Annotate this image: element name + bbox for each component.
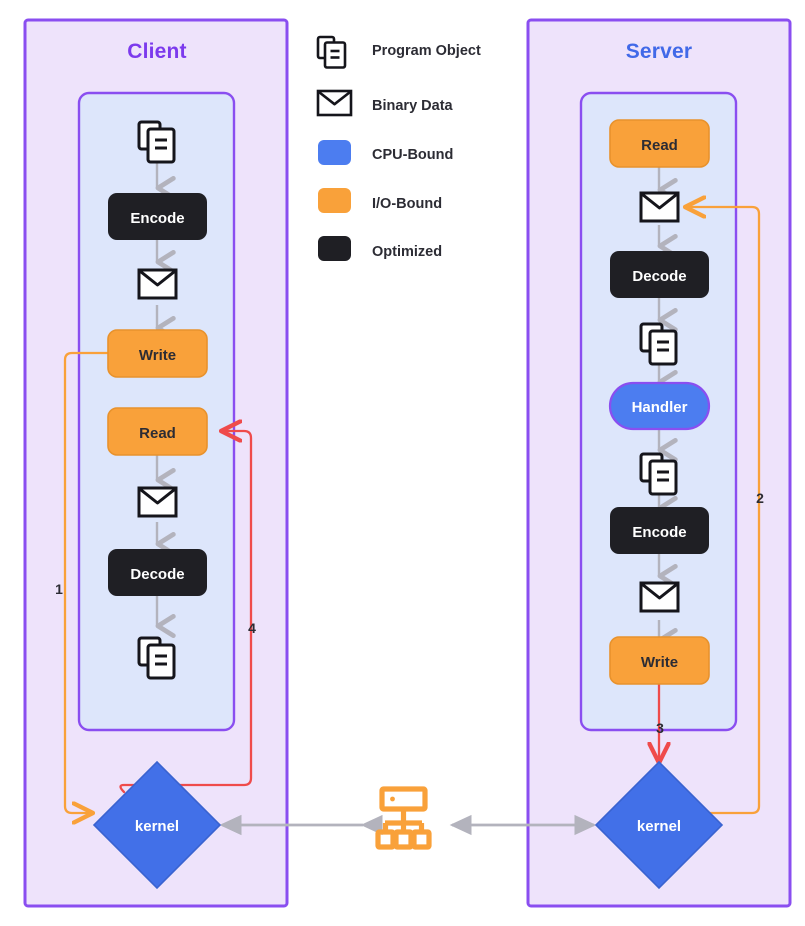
legend-cpu-bound-swatch (318, 140, 351, 165)
edge-1-label: 1 (55, 581, 63, 597)
legend-label-cpu-bound: CPU-Bound (372, 147, 453, 163)
legend-io-bound-swatch (318, 188, 351, 213)
server-lane-title: Server (626, 40, 693, 63)
client-lane-title: Client (127, 40, 187, 63)
server-binary-data-in (639, 191, 680, 223)
legend-label-binary-data: Binary Data (372, 98, 454, 114)
edge-3-label: 3 (656, 720, 664, 736)
client-decode-label: Decode (130, 566, 184, 583)
server-encode-label: Encode (632, 524, 686, 541)
server-kernel-node[interactable]: kernel (594, 760, 724, 890)
server-read-label: Read (641, 137, 678, 154)
edge-2-label: 2 (756, 490, 764, 506)
server-handler-label: Handler (632, 399, 688, 416)
server-write-node[interactable]: Write (609, 636, 710, 685)
legend-label-program-object: Program Object (372, 43, 481, 59)
server-write-label: Write (641, 654, 678, 671)
server-encode-node[interactable]: Encode (610, 507, 709, 554)
server-decode-node[interactable]: Decode (610, 251, 709, 298)
server-binary-data-out (639, 581, 680, 613)
client-program-object-bottom (137, 636, 176, 680)
client-program-object-top (137, 120, 176, 164)
client-encode-label: Encode (130, 210, 184, 227)
server-program-object-out (639, 452, 678, 496)
client-kernel-label: kernel (135, 818, 179, 835)
server-kernel-label: kernel (637, 818, 681, 835)
network-icon (375, 786, 432, 850)
client-kernel-node[interactable]: kernel (92, 760, 222, 890)
edge-4-label: 4 (248, 620, 256, 636)
server-handler-node[interactable]: Handler (608, 381, 711, 431)
legend: Program Object Binary Data CPU-Bound I/O… (316, 35, 481, 261)
client-encode-node[interactable]: Encode (108, 193, 207, 240)
legend-binary-data-icon (316, 89, 353, 117)
client-read-label: Read (139, 425, 176, 442)
server-decode-label: Decode (632, 268, 686, 285)
server-program-object-in (639, 322, 678, 366)
client-binary-data-in (137, 486, 178, 518)
client-read-node[interactable]: Read (107, 407, 208, 456)
legend-program-object-icon (316, 35, 347, 69)
server-read-node[interactable]: Read (609, 119, 710, 168)
edge-2-path (686, 207, 761, 815)
legend-label-io-bound: I/O-Bound (372, 196, 442, 212)
client-write-label: Write (139, 347, 176, 364)
edge-1-path (63, 351, 110, 813)
client-binary-data-out (137, 268, 178, 300)
legend-optimized-swatch (318, 236, 351, 261)
client-write-node[interactable]: Write (107, 329, 208, 378)
client-decode-node[interactable]: Decode (108, 549, 207, 596)
legend-label-optimized: Optimized (372, 244, 442, 260)
edge-4-path (119, 431, 253, 794)
